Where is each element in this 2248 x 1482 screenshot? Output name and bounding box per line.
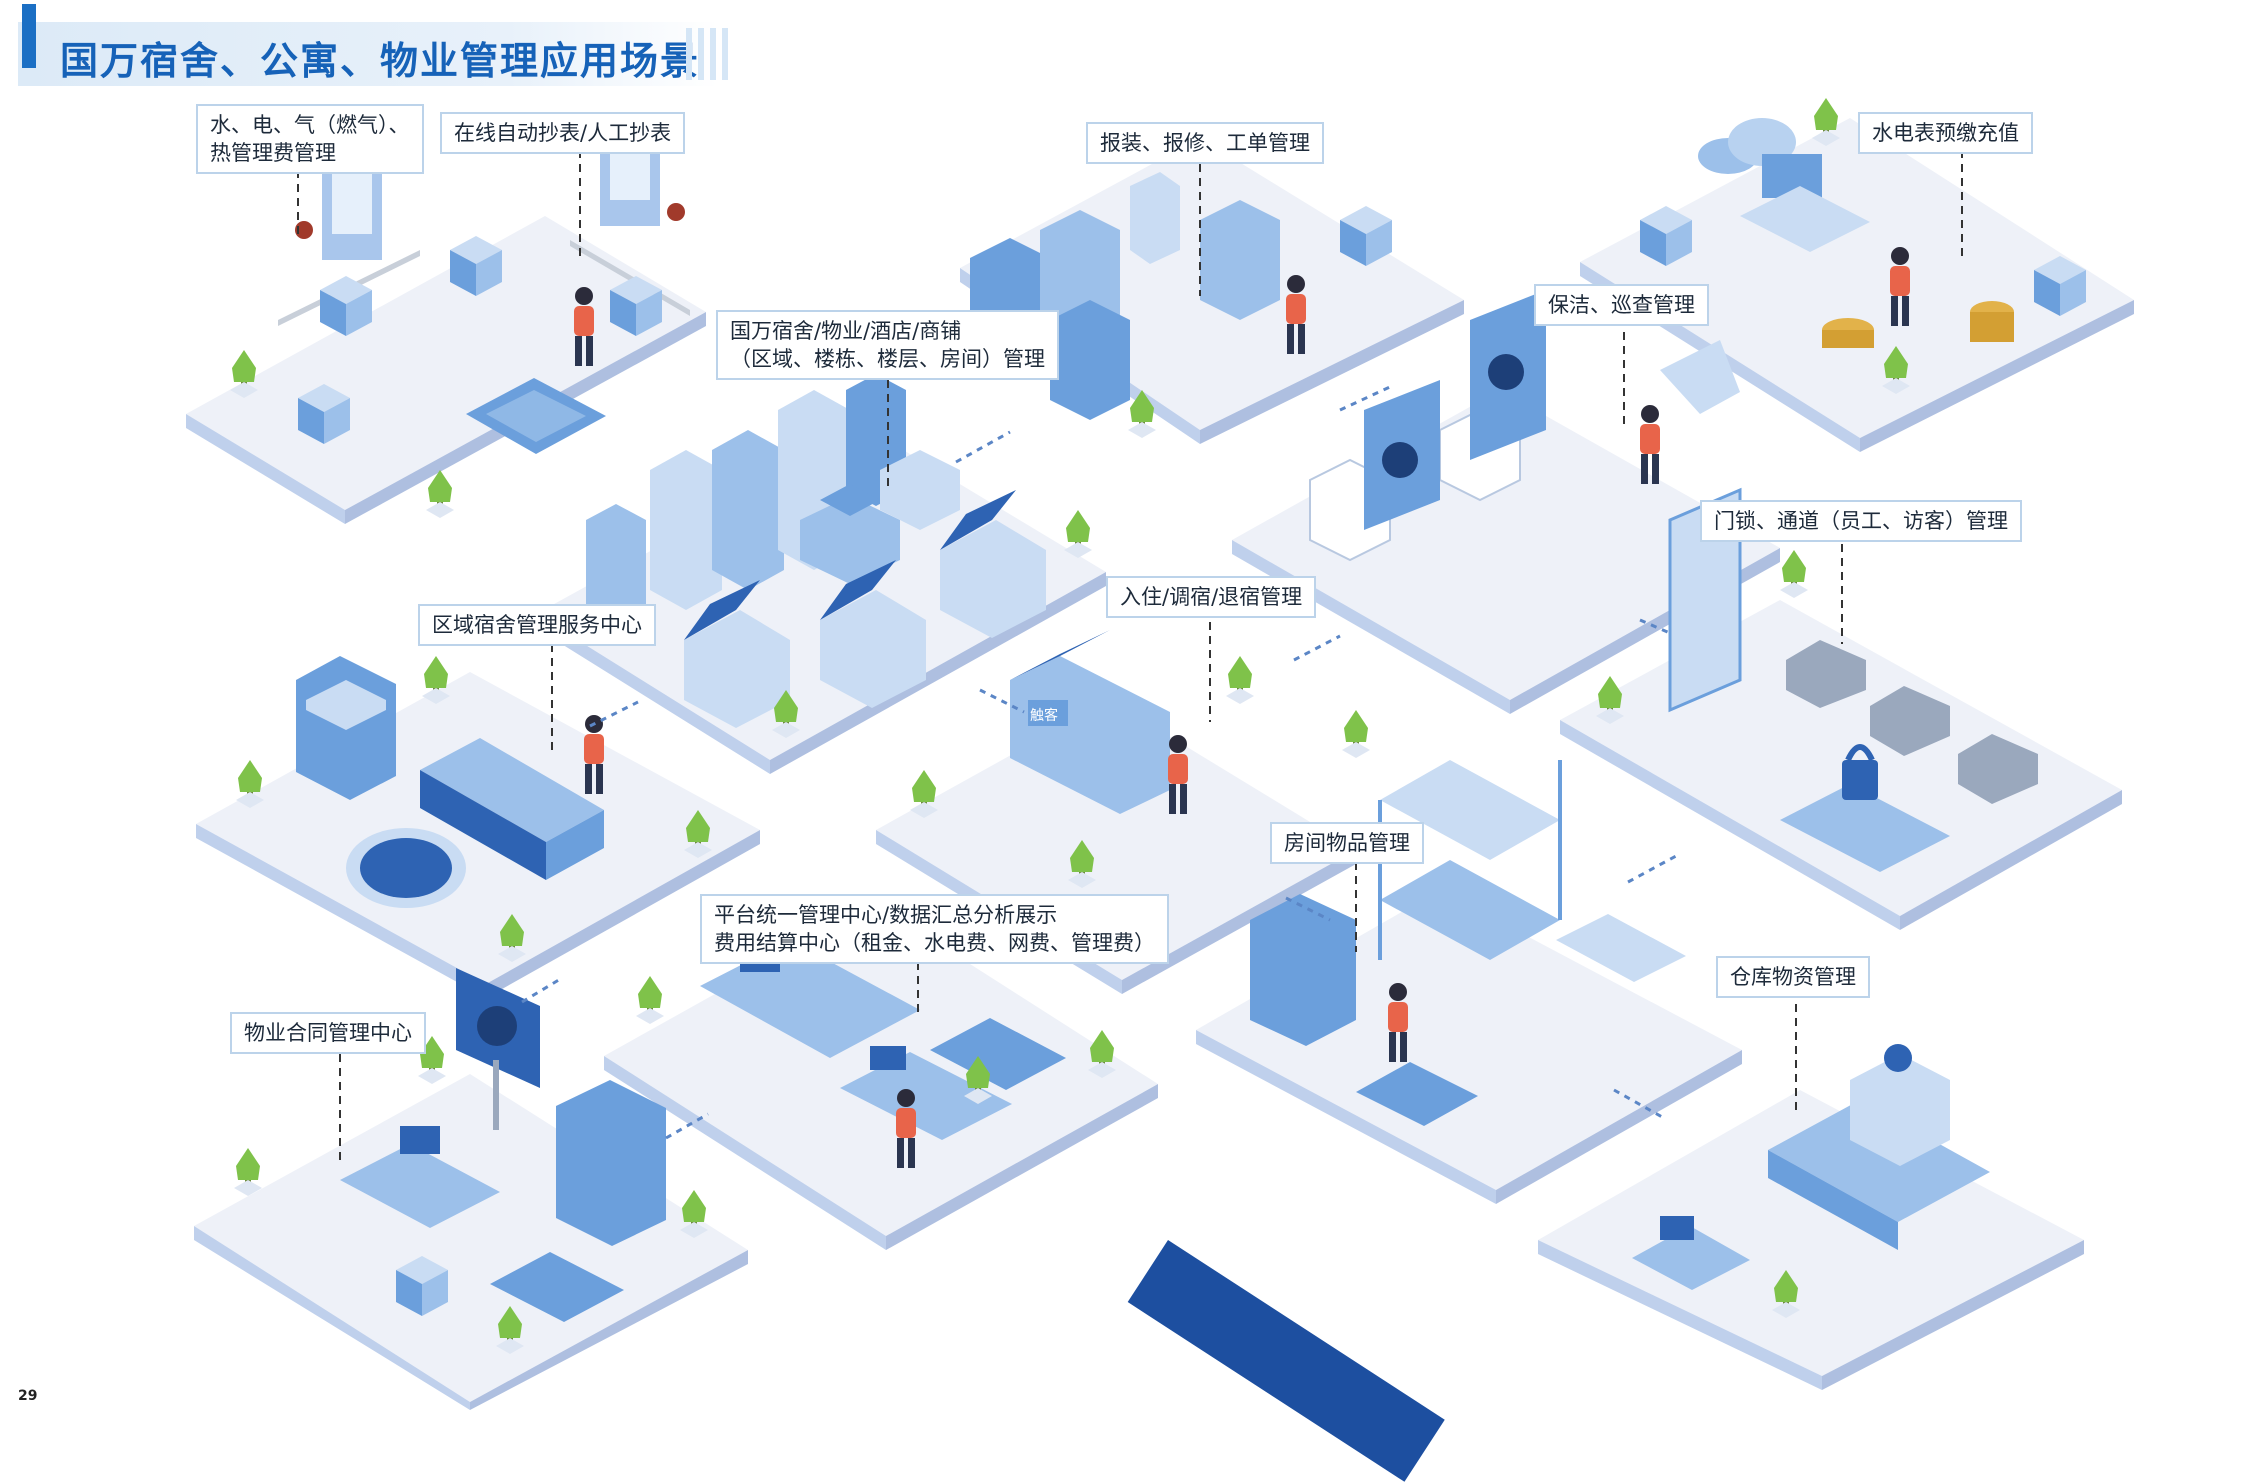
callout-prepaid: 水电表预缴充值 bbox=[1858, 112, 2033, 154]
callout-property-structure: 国万宿舍/物业/酒店/商铺 （区域、楼栋、楼层、房间）管理 bbox=[716, 310, 1059, 380]
tree bbox=[234, 1148, 262, 1196]
contract-desk bbox=[340, 1126, 500, 1228]
tile-contract bbox=[194, 1074, 748, 1410]
title-stripes bbox=[686, 28, 736, 80]
tree bbox=[1088, 1030, 1116, 1078]
room-shelf bbox=[1250, 894, 1356, 1046]
tree bbox=[1064, 510, 1092, 558]
reception-desk bbox=[420, 738, 604, 880]
callout-service-center: 区域宿舍管理服务中心 bbox=[418, 604, 656, 646]
tree bbox=[1596, 676, 1624, 724]
callout-utility-fee-line1: 水、电、气（燃气）、 bbox=[210, 113, 410, 137]
page-number: 29 bbox=[18, 1388, 38, 1404]
checkin-building bbox=[1010, 630, 1170, 814]
callout-utility-fee-line2: 热管理费管理 bbox=[210, 141, 336, 165]
lock-icon bbox=[1780, 744, 1950, 872]
key-block bbox=[1786, 640, 2038, 804]
callout-checkin: 入住/调宿/退宿管理 bbox=[1106, 576, 1317, 618]
property-houses bbox=[684, 490, 1046, 728]
meter-floor-pad bbox=[466, 378, 606, 454]
callout-utility-fee: 水、电、气（燃气）、 热管理费管理 bbox=[196, 104, 424, 174]
checkin-sign: 触客 bbox=[1030, 707, 1058, 724]
contract-floor-pad bbox=[490, 1252, 624, 1322]
callout-cleaning: 保洁、巡查管理 bbox=[1534, 284, 1709, 326]
tree bbox=[680, 1190, 708, 1238]
coin-stack-icon bbox=[1822, 301, 2014, 348]
floor-rug bbox=[346, 828, 466, 908]
callout-platform-line2: 费用结算中心（租金、水电费、网费、管理费） bbox=[714, 931, 1155, 955]
contract-shelf bbox=[556, 1080, 666, 1246]
callout-repair: 报装、报修、工单管理 bbox=[1086, 122, 1324, 164]
tile-meter bbox=[186, 216, 706, 524]
tree bbox=[1226, 656, 1254, 704]
callout-platform-line1: 平台统一管理中心/数据汇总分析展示 bbox=[714, 903, 1058, 927]
tree bbox=[230, 350, 258, 398]
property-towers bbox=[586, 374, 906, 626]
tile-warehouse bbox=[1538, 1090, 2084, 1390]
repair-buildings bbox=[970, 172, 1280, 420]
tile-property bbox=[536, 430, 1106, 774]
warehouse-machine bbox=[1768, 1044, 1990, 1250]
sink bbox=[1660, 340, 1740, 414]
dotted-connectors bbox=[521, 384, 1677, 1140]
platform-floor-pad bbox=[930, 1018, 1066, 1090]
room-table bbox=[1556, 914, 1686, 982]
prepaid-desk-computer bbox=[1740, 154, 1870, 252]
title-banner bbox=[18, 22, 718, 86]
callout-property-line2: （区域、楼栋、楼层、房间）管理 bbox=[730, 347, 1045, 371]
billboard bbox=[456, 968, 540, 1130]
isometric-scene: 触客 bbox=[186, 98, 2134, 1410]
tree bbox=[910, 770, 938, 818]
callout-platform: 平台统一管理中心/数据汇总分析展示 费用结算中心（租金、水电费、网费、管理费） bbox=[700, 894, 1169, 964]
tree bbox=[422, 656, 450, 704]
tree bbox=[636, 976, 664, 1024]
cleaning-worker bbox=[1640, 405, 1660, 484]
leader-lines bbox=[297, 150, 1963, 1162]
warehouse-desk bbox=[1632, 1216, 1750, 1290]
tree bbox=[236, 760, 264, 808]
platform-desks bbox=[700, 940, 1012, 1140]
tree bbox=[1342, 710, 1370, 758]
callout-property-line1: 国万宿舍/物业/酒店/商铺 bbox=[730, 319, 962, 343]
page-title: 国万宿舍、公寓、物业管理应用场景 bbox=[60, 39, 701, 83]
room-floor-pad bbox=[1356, 1062, 1478, 1126]
callout-contract: 物业合同管理中心 bbox=[230, 1012, 426, 1054]
cleaning-logo-panel bbox=[1364, 290, 1546, 530]
callout-warehouse: 仓库物资管理 bbox=[1716, 956, 1870, 998]
tree bbox=[1812, 98, 1840, 146]
shelf bbox=[296, 656, 396, 800]
callout-meter-reading: 在线自动抄表/人工抄表 bbox=[440, 112, 686, 154]
tree bbox=[1780, 550, 1808, 598]
title-accent-bar bbox=[22, 4, 36, 68]
callout-door-lock: 门锁、通道（员工、访客）管理 bbox=[1700, 500, 2022, 542]
callout-room-items: 房间物品管理 bbox=[1270, 822, 1424, 864]
property-pagoda bbox=[800, 450, 960, 584]
